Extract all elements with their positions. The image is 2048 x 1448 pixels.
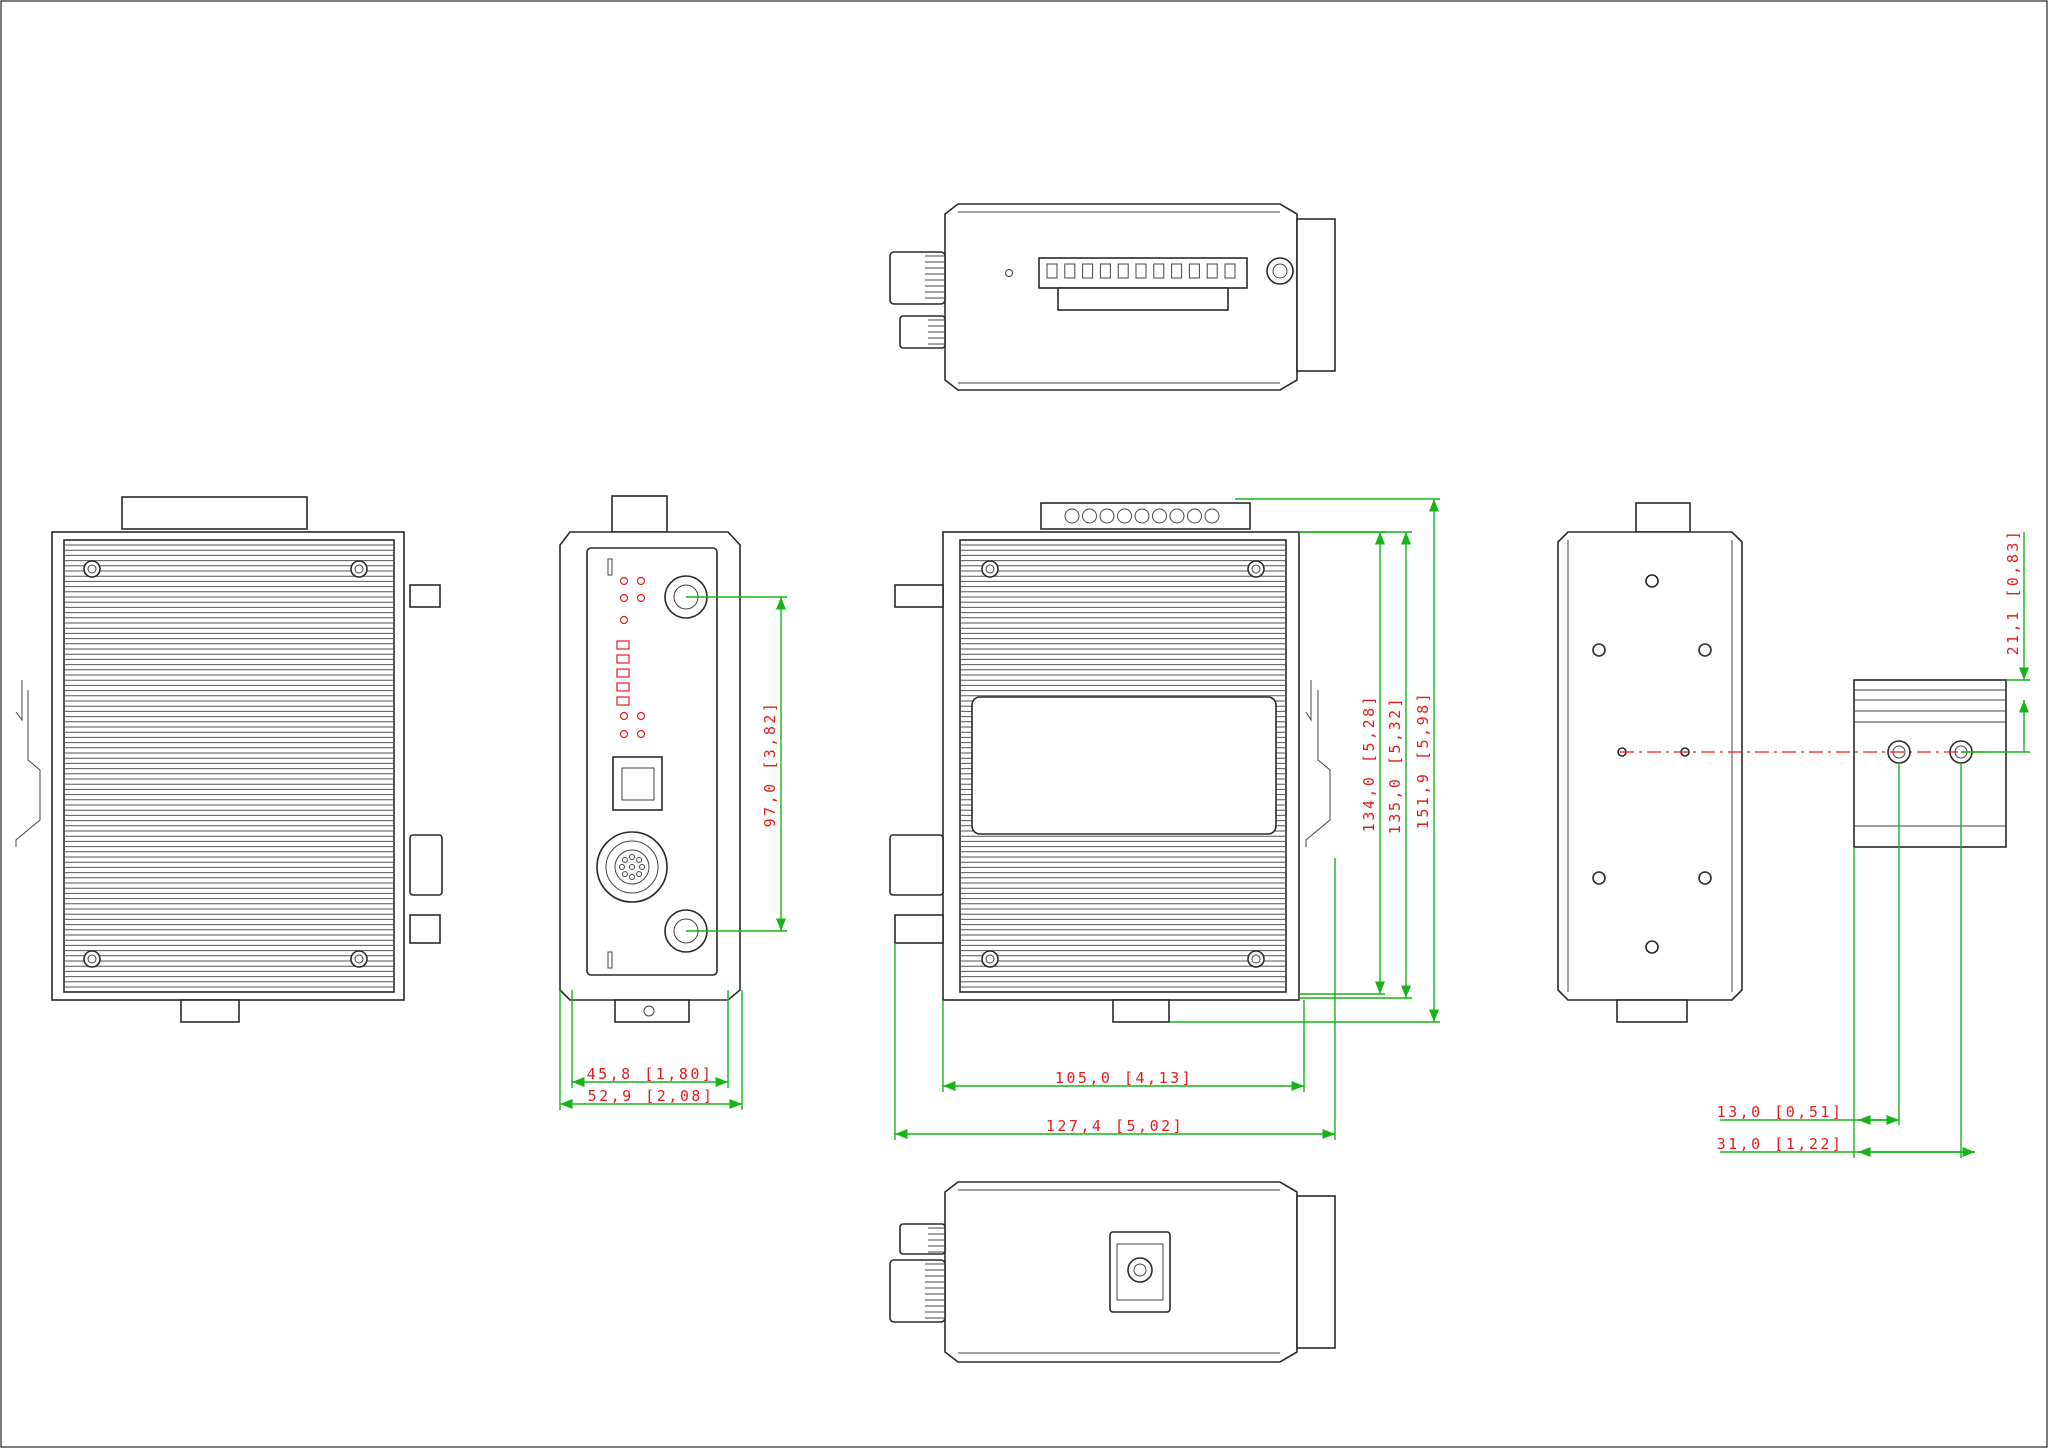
- product-label-area: [971, 696, 1277, 835]
- rear-side-view: [15, 496, 443, 1023]
- bottom-view: [889, 1181, 1336, 1363]
- dim-bracket-height: 21,1 [0,83]: [2004, 529, 2022, 656]
- side-view-main: [889, 502, 1331, 1023]
- dim-hole-offset-2: 31,0 [1,22]: [1717, 1135, 1844, 1153]
- din-bracket-view: [1853, 679, 2007, 848]
- front-view: [559, 495, 741, 1023]
- screw-icon: [1266, 257, 1294, 285]
- dim-front-width: 45,8 [1,80]: [587, 1065, 714, 1083]
- m12-connector: [596, 831, 668, 903]
- dim-front-overall-width: 52,9 [2,08]: [588, 1087, 715, 1105]
- dim-height-with-rail: 135,0 [5,32]: [1386, 696, 1404, 834]
- top-view: [889, 203, 1336, 391]
- dim-side-overall-width: 127,4 [5,02]: [1046, 1117, 1184, 1135]
- rj45-port: [612, 756, 663, 811]
- dim-side-width: 105,0 [4,13]: [1055, 1069, 1193, 1087]
- din-side-view: [1557, 502, 1743, 1023]
- dim-height-body: 134,0 [5,28]: [1360, 694, 1378, 832]
- screw-icon: [1127, 1257, 1153, 1283]
- dimensions: 45,8 [1,80] 52,9 [2,08] 97,0 [3,82] 105,…: [559, 498, 2030, 1158]
- dim-height-overall: 151,9 [5,98]: [1414, 691, 1432, 829]
- dim-hole-offset-1: 13,0 [0,51]: [1717, 1103, 1844, 1121]
- dim-port-spacing: 97,0 [3,82]: [761, 701, 779, 828]
